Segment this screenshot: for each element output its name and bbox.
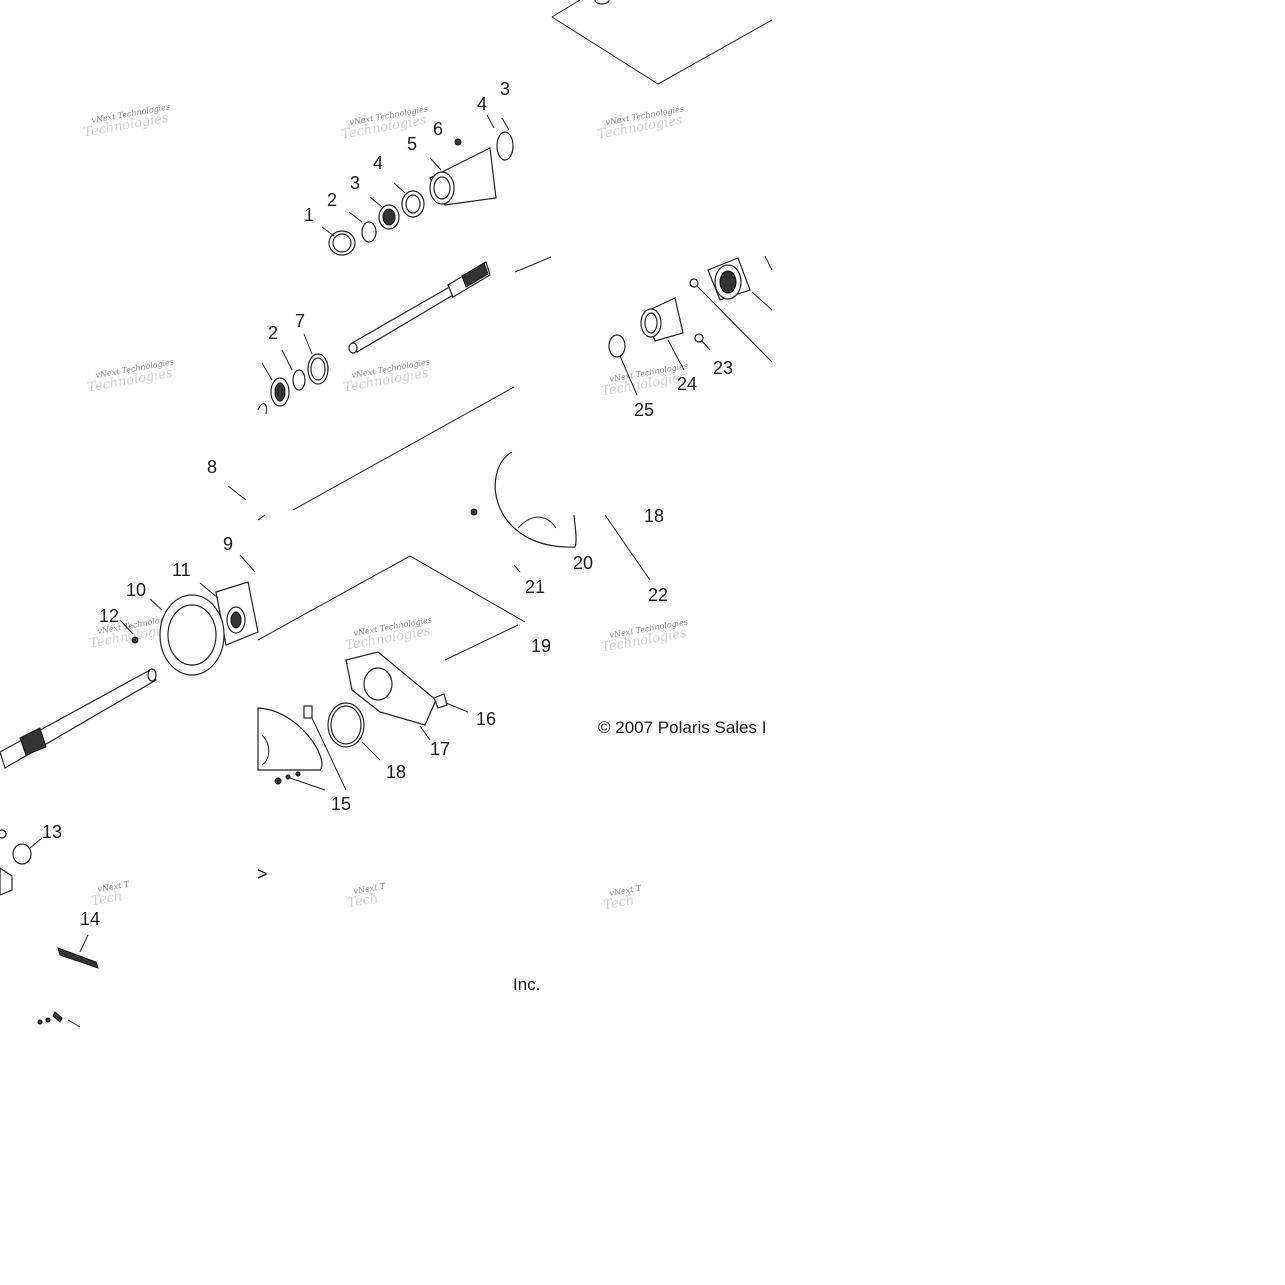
svg-text:Tech: Tech	[602, 893, 635, 913]
callout-2b: 2	[268, 323, 278, 343]
callout-23: 23	[713, 358, 733, 378]
callout-15: 15	[331, 794, 351, 814]
callout-1: 1	[304, 205, 314, 225]
callout-13: 13	[42, 822, 62, 842]
callout-17: 17	[430, 739, 450, 759]
axle-shaft-lower	[0, 668, 157, 769]
callout-4: 4	[373, 153, 383, 173]
callout-2: 2	[327, 190, 337, 210]
callout-8: 8	[207, 457, 217, 477]
callout-10: 10	[126, 580, 146, 600]
callout-3b: 3	[500, 79, 510, 99]
axle-housing-group	[321, 114, 514, 256]
copyright-text: © 2007 Polaris Sales I	[598, 718, 766, 737]
grease-fitting	[454, 138, 462, 146]
sprocket-assembly	[119, 554, 526, 676]
callout-9: 9	[223, 534, 233, 554]
callout-25: 25	[634, 400, 654, 420]
callout-16: 16	[476, 709, 496, 729]
svg-text:>: >	[257, 864, 268, 884]
callout-21: 21	[525, 577, 545, 597]
callout-19: 19	[531, 636, 551, 656]
callout-4b: 4	[477, 94, 487, 114]
callout-7: 7	[295, 311, 305, 331]
chain-link	[57, 947, 99, 969]
panel-outline-middle	[227, 386, 515, 521]
copyright-tail: Inc.	[513, 975, 540, 994]
o-ring	[361, 221, 377, 243]
panel-outline-top	[551, 0, 773, 85]
svg-text:Tech: Tech	[346, 891, 379, 911]
callout-18: 18	[386, 762, 406, 782]
callout-14: 14	[80, 909, 100, 929]
caliper-bracket-group	[257, 651, 469, 791]
callout-18b: 18	[644, 506, 664, 526]
axle-shaft-upper	[348, 256, 552, 354]
callout-3: 3	[350, 173, 360, 193]
callout-6: 6	[433, 119, 443, 139]
hub-right-group	[608, 255, 773, 396]
callout-12: 12	[99, 606, 119, 626]
brake-disc-upper	[470, 451, 651, 581]
lower-left-hardware: >	[0, 829, 268, 1028]
callout-5: 5	[407, 134, 417, 154]
bearing-set-middle	[257, 333, 329, 415]
callout-11: 11	[172, 560, 191, 580]
callout-labels: 1 2 3 4 5 6 4 3 2 7 8 9 10 11 12 13 14 1…	[42, 79, 733, 929]
callout-22: 22	[648, 585, 668, 605]
callout-20: 20	[573, 553, 593, 573]
callout-24: 24	[677, 374, 697, 394]
svg-text:Tech: Tech	[90, 889, 123, 909]
